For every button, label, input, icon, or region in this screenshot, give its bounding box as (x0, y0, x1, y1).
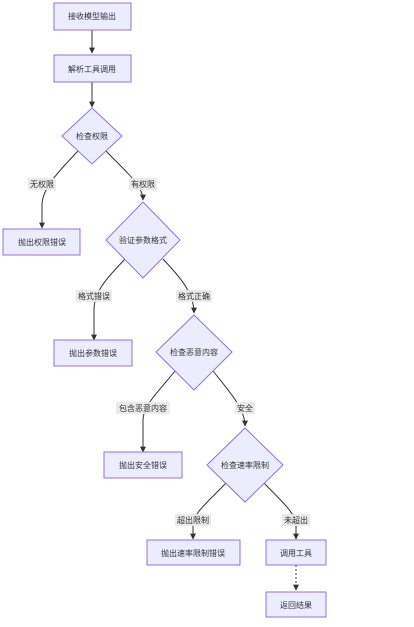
node-param-error: 抛出参数错误 (53, 339, 133, 367)
node-rate-error: 抛出速率限制错误 (146, 539, 241, 566)
edge-label-format-ok: 格式正确 (176, 290, 212, 302)
edge-check-malicious-security-error (140, 370, 176, 453)
svg-text:抛出权限错误: 抛出权限错误 (18, 237, 66, 247)
svg-text:验证参数格式: 验证参数格式 (119, 235, 167, 245)
svg-text:检查恶意内容: 检查恶意内容 (170, 347, 218, 357)
edge-label-over-limit: 超出限制 (175, 514, 211, 526)
edge-validate-check-malicious (162, 258, 197, 314)
edge-label-not-over: 未超出 (282, 514, 310, 526)
svg-text:有权限: 有权限 (131, 179, 155, 189)
svg-text:抛出参数错误: 抛出参数错误 (69, 348, 117, 358)
svg-text:抛出速率限制错误: 抛出速率限制错误 (161, 548, 225, 558)
node-check-perm: 检查权限 (61, 107, 123, 165)
svg-text:调用工具: 调用工具 (280, 549, 312, 558)
svg-text:未超出: 未超出 (284, 515, 308, 525)
node-parse: 解析工具调用 (53, 54, 132, 83)
svg-text:包含恶意内容: 包含恶意内容 (119, 403, 167, 413)
node-security-error: 抛出安全错误 (103, 451, 183, 479)
nodes: 接收模型输出 解析工具调用 检查权限 抛出权限错误 验证参数格式 抛出参数错误 … (2, 2, 327, 618)
svg-text:格式错误: 格式错误 (78, 291, 110, 301)
node-check-rate: 检查速率限制 (206, 427, 284, 503)
svg-text:返回结果: 返回结果 (280, 600, 312, 610)
svg-text:超出限制: 超出限制 (177, 515, 209, 525)
edge-check-perm-validate (105, 150, 146, 201)
edge-validate-param-error (91, 258, 126, 341)
node-check-malicious: 检查恶意内容 (155, 314, 233, 391)
edge-labels: 无权限 有权限 格式错误 格式正确 包含恶意内容 安全 超出限制 未超出 (28, 178, 310, 526)
edge-check-rate-call-tool (263, 482, 299, 540)
edges (39, 30, 299, 591)
node-receive: 接收模型输出 (53, 2, 132, 31)
svg-text:检查速率限制: 检查速率限制 (221, 460, 269, 470)
edge-label-format-error: 格式错误 (76, 290, 112, 302)
edge-label-no-perm: 无权限 (28, 178, 56, 190)
node-validate: 验证参数格式 (105, 201, 181, 279)
edge-label-safe: 安全 (235, 402, 255, 414)
svg-text:解析工具调用: 解析工具调用 (68, 64, 116, 74)
edge-check-malicious-check-rate (212, 370, 248, 427)
node-return-result: 返回结果 (265, 591, 327, 618)
edge-check-rate-rate-error (190, 482, 227, 540)
edge-label-has-perm: 有权限 (129, 178, 157, 190)
edge-label-has-malicious: 包含恶意内容 (116, 402, 170, 414)
svg-text:检查权限: 检查权限 (76, 131, 108, 141)
svg-text:安全: 安全 (237, 403, 253, 413)
node-call-tool: 调用工具 (265, 539, 327, 566)
svg-text:接收模型输出: 接收模型输出 (68, 11, 116, 21)
node-perm-error: 抛出权限错误 (2, 228, 81, 256)
svg-text:抛出安全错误: 抛出安全错误 (119, 460, 167, 470)
svg-text:无权限: 无权限 (30, 179, 54, 189)
svg-text:格式正确: 格式正确 (178, 291, 210, 301)
